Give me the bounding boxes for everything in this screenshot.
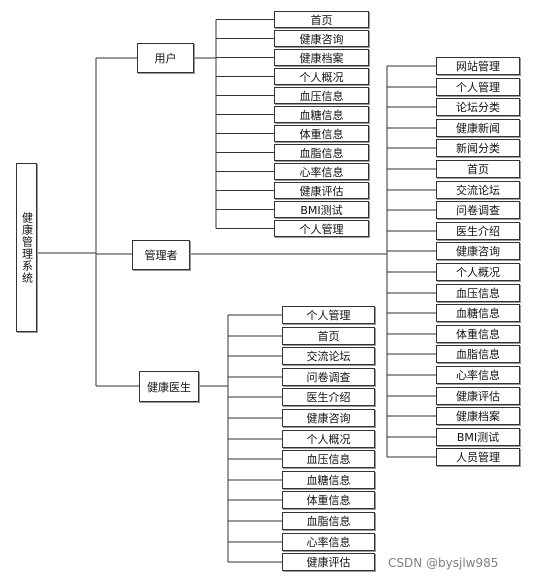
user-item-box: 个人管理 (274, 220, 369, 237)
admin-item-box: BMI测试 (436, 428, 520, 446)
root-node: 健康管理系统 (16, 163, 37, 332)
admin-item-box: 个人概况 (436, 263, 520, 281)
admin-item-box: 首页 (436, 160, 520, 178)
doctor-item-box: 交流论坛 (282, 347, 375, 365)
admin-item-box: 问卷调查 (436, 201, 520, 219)
role-node-user: 用户 (137, 43, 194, 73)
admin-item-box: 个人管理 (436, 78, 520, 96)
doctor-item-box: 血糖信息 (282, 471, 375, 489)
user-item-box: 健康评估 (274, 182, 369, 199)
admin-item-box: 健康档案 (436, 407, 520, 425)
role-node-doctor: 健康医生 (139, 371, 199, 402)
user-item-box: 个人概况 (274, 68, 369, 85)
user-item-box: 血脂信息 (274, 144, 369, 161)
admin-item-box: 健康新闻 (436, 119, 520, 137)
admin-item-box: 交流论坛 (436, 181, 520, 199)
admin-item-box: 论坛分类 (436, 98, 520, 116)
admin-item-box: 血脂信息 (436, 345, 520, 363)
user-item-box: 心率信息 (274, 163, 369, 180)
user-item-box: 首页 (274, 11, 369, 28)
doctor-item-box: 体重信息 (282, 491, 375, 509)
admin-item-box: 健康评估 (436, 387, 520, 405)
admin-item-box: 人员管理 (436, 448, 520, 466)
user-item-box: 体重信息 (274, 125, 369, 142)
admin-item-box: 新闻分类 (436, 139, 520, 157)
admin-item-box: 健康咨询 (436, 242, 520, 260)
role-node-admin: 管理者 (132, 240, 190, 270)
admin-item-box: 血糖信息 (436, 304, 520, 322)
admin-item-box: 血压信息 (436, 284, 520, 302)
user-item-box: 血糖信息 (274, 106, 369, 123)
user-item-box: 健康档案 (274, 49, 369, 66)
user-item-box: 健康咨询 (274, 30, 369, 47)
doctor-item-box: 个人管理 (282, 306, 375, 324)
doctor-item-box: 心率信息 (282, 533, 375, 551)
admin-item-box: 网站管理 (436, 57, 520, 75)
doctor-item-box: 血脂信息 (282, 512, 375, 530)
admin-item-box: 心率信息 (436, 366, 520, 384)
user-item-box: 血压信息 (274, 87, 369, 104)
admin-item-box: 体重信息 (436, 325, 520, 343)
watermark: CSDN @bysjlw985 (388, 556, 499, 570)
admin-item-box: 医生介绍 (436, 222, 520, 240)
doctor-item-box: 首页 (282, 327, 375, 345)
doctor-item-box: 个人概况 (282, 430, 375, 448)
user-item-box: BMI测试 (274, 201, 369, 218)
doctor-item-box: 血压信息 (282, 450, 375, 468)
doctor-item-box: 健康咨询 (282, 409, 375, 427)
doctor-item-box: 医生介绍 (282, 388, 375, 406)
doctor-item-box: 健康评估 (282, 553, 375, 571)
doctor-item-box: 问卷调查 (282, 368, 375, 386)
